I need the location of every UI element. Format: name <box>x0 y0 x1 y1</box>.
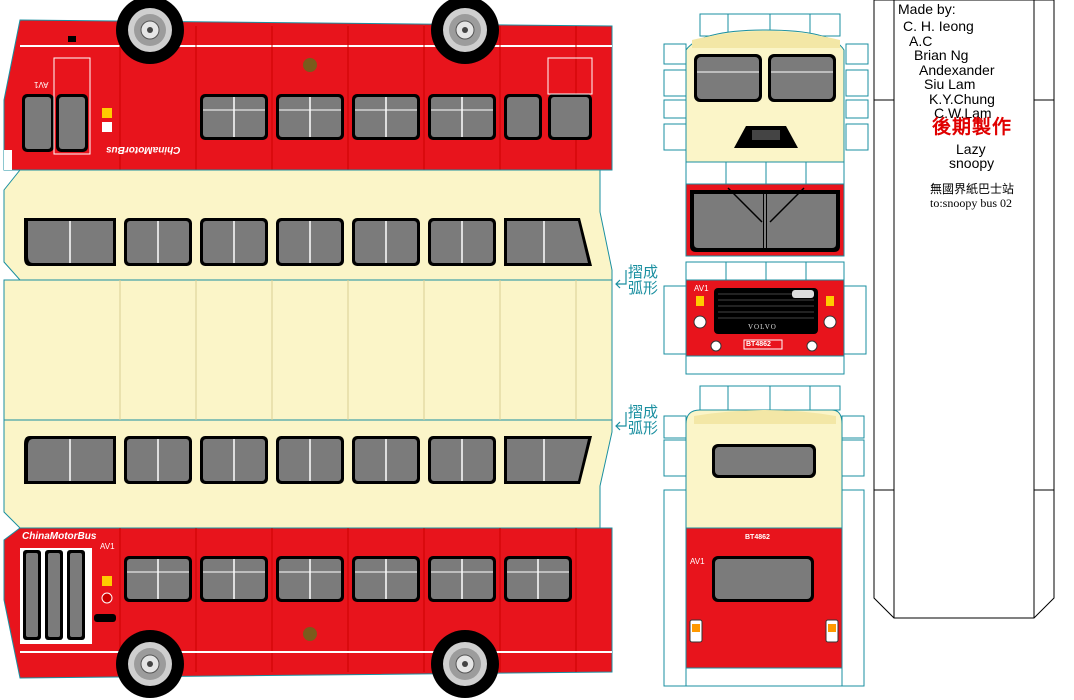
fleet-number: AV1 <box>694 284 709 293</box>
rear-registration: BT4862 <box>745 534 770 541</box>
upper-deck-windows-top <box>24 217 592 267</box>
lower-side-panel <box>3 527 613 679</box>
upper-panel-windows <box>22 93 592 152</box>
fold-note: 摺成 弧形 <box>628 404 658 436</box>
post-production-name: snoopy <box>949 155 995 171</box>
roof-panel <box>3 279 613 421</box>
post-production-name: Lazy <box>956 141 986 157</box>
credit-name: Brian Ng <box>914 47 969 63</box>
fold-note: 摺成 弧形 <box>628 264 658 296</box>
fleet-number: AV1 <box>690 557 705 566</box>
fold-note-line: 弧形 <box>628 419 659 437</box>
credit-name: Siu Lam <box>924 76 976 92</box>
fold-arrow-icon <box>615 412 627 431</box>
wheel-icon <box>430 629 500 699</box>
fold-arrow-icon <box>615 270 627 289</box>
fleet-number: AV1 <box>100 542 115 551</box>
front-registration: BT4862 <box>746 341 771 348</box>
credit-name: C.W.Lam <box>934 105 992 121</box>
credits-header: Made by: <box>898 1 956 17</box>
brand-name: ChinaMotorBus <box>22 531 97 542</box>
post-production-label: 後期製作 <box>932 117 1013 138</box>
front-badge: VOLVO <box>748 323 777 331</box>
brand-name-mirrored: ChinaMotorBus <box>106 144 181 155</box>
credit-name: Andexander <box>919 62 995 78</box>
credit-name: K.Y.Chung <box>929 91 995 107</box>
model-name: to:snoopy bus 02 <box>930 196 1013 210</box>
site-name: 無國界紙巴士站 <box>930 182 1015 196</box>
fleet-number: AV1 <box>34 80 49 89</box>
fold-note-line: 摺成 <box>628 263 659 281</box>
entrance-door <box>20 548 92 644</box>
fold-note-line: 弧形 <box>628 279 659 297</box>
credit-name: A.C <box>909 33 933 49</box>
fold-note-line: 摺成 <box>628 403 659 421</box>
wheel-icon <box>115 629 185 699</box>
credit-name: C. H. Ieong <box>903 18 974 34</box>
upper-deck-windows-bottom <box>24 435 592 485</box>
